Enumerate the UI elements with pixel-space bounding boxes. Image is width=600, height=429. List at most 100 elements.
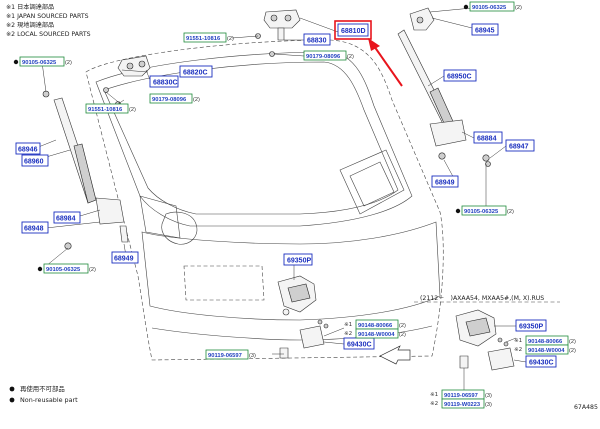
callout-91551-10816-top[interactable]: 91551-10816 bbox=[183, 32, 227, 43]
svg-text:90148-80066: 90148-80066 bbox=[528, 339, 563, 345]
svg-text:90119-W0223: 90119-W0223 bbox=[444, 402, 481, 408]
svg-text:91551-10816: 91551-10816 bbox=[186, 36, 221, 42]
note-japan-en: ※1 JAPAN SOURCED PARTS bbox=[6, 13, 89, 20]
qty-w0223-alt: (3) bbox=[485, 402, 492, 408]
callout-90179-08096-top[interactable]: 90179-08096 bbox=[303, 50, 347, 61]
svg-text:90119-06597: 90119-06597 bbox=[444, 393, 478, 399]
callout-68960[interactable]: 68960 bbox=[21, 154, 49, 167]
callout-68830[interactable]: 68830 bbox=[303, 33, 331, 46]
svg-text:90179-08096: 90179-08096 bbox=[152, 97, 187, 103]
svg-text:91551-10816: 91551-10816 bbox=[88, 107, 123, 113]
svg-text:69430C: 69430C bbox=[529, 360, 554, 367]
qty-06597-alt: (3) bbox=[485, 393, 492, 399]
variant-note: (2112－ )AXAA54, MXAA5#,(M, X).RUS bbox=[420, 295, 544, 302]
qty-90105-bottom-left: (2) bbox=[89, 267, 96, 273]
svg-text:90105-06325: 90105-06325 bbox=[46, 267, 81, 273]
svg-text:69430C: 69430C bbox=[347, 342, 372, 349]
mark-1: ※1 bbox=[344, 322, 353, 328]
hinge-top bbox=[263, 9, 301, 41]
svg-text:68830C: 68830C bbox=[153, 80, 178, 87]
callout-90148-80066-alt[interactable]: 90148-80066 bbox=[525, 335, 569, 346]
qty-w0004-alt: (2) bbox=[569, 348, 576, 354]
callout-69350P-alt[interactable]: 69350P bbox=[515, 319, 547, 332]
qty-90105-right: (2) bbox=[507, 209, 514, 215]
svg-text:68884: 68884 bbox=[477, 136, 497, 143]
gas-strut-left bbox=[53, 97, 97, 204]
outline-arrow bbox=[379, 345, 411, 365]
qty-90105-top-right: (2) bbox=[515, 5, 522, 11]
leader-lines bbox=[35, 7, 527, 390]
svg-text:68949: 68949 bbox=[435, 180, 455, 187]
callout-90105-06325-bottom-left[interactable]: 90105-06325 bbox=[43, 263, 89, 274]
callout-90148-w0004-alt[interactable]: 90148-W0004 bbox=[525, 344, 569, 355]
callout-69430C-main[interactable]: 69430C bbox=[343, 337, 375, 350]
callout-68949-right[interactable]: 68949 bbox=[431, 175, 459, 188]
mark-1-bottom: ※1 bbox=[430, 392, 439, 398]
callout-90179-08096-left[interactable]: 90179-08096 bbox=[149, 93, 193, 104]
callout-68984[interactable]: 68984 bbox=[53, 211, 81, 224]
callout-68810D[interactable]: 68810D bbox=[337, 23, 369, 37]
mark-2-alt: ※2 bbox=[514, 347, 522, 353]
svg-text:90148-80066: 90148-80066 bbox=[358, 323, 393, 329]
svg-text:69350P: 69350P bbox=[519, 324, 543, 331]
svg-text:68950C: 68950C bbox=[447, 74, 472, 81]
callout-90119-w0223-alt[interactable]: 90119-W0223 bbox=[441, 398, 485, 409]
svg-text:90119-06597: 90119-06597 bbox=[208, 353, 242, 359]
strut-bracket-left bbox=[42, 90, 129, 250]
callout-68947[interactable]: 68947 bbox=[505, 139, 535, 152]
svg-text:68810D: 68810D bbox=[341, 28, 366, 35]
mark-1-alt: ※1 bbox=[514, 338, 523, 344]
callout-68945[interactable]: 68945 bbox=[471, 23, 499, 36]
callout-68830C[interactable]: 68830C bbox=[149, 75, 179, 88]
note-local-jp: ※2 現地調達部品 bbox=[6, 21, 54, 29]
callout-90148-80066-main[interactable]: 90148-80066 bbox=[355, 319, 399, 330]
non-reusable-dot bbox=[463, 4, 469, 10]
qty-91551-left: (2) bbox=[129, 107, 136, 113]
callout-90105-06325-left[interactable]: 90105-06325 bbox=[19, 56, 65, 67]
non-reusable-dot bbox=[37, 266, 43, 272]
callout-91551-10816-left[interactable]: 91551-10816 bbox=[85, 103, 129, 114]
mark-2-bottom: ※2 bbox=[430, 401, 438, 407]
callout-69430C-alt[interactable]: 69430C bbox=[525, 355, 557, 368]
liftgate-body bbox=[85, 39, 444, 361]
svg-text:68984: 68984 bbox=[56, 216, 76, 223]
diagram-code: 67A485 bbox=[574, 404, 598, 411]
svg-text:90105-06325: 90105-06325 bbox=[464, 209, 499, 215]
qty-90179-left: (2) bbox=[193, 97, 200, 103]
callout-90105-06325-top-right[interactable]: 90105-06325 bbox=[469, 1, 515, 12]
callout-90105-06325-right[interactable]: 90105-06325 bbox=[461, 205, 507, 216]
note-japan-jp: ※1 日本調達部品 bbox=[6, 3, 54, 11]
qty-91551-top: (2) bbox=[227, 36, 234, 42]
legend-jp: 再使用不可部品 bbox=[20, 384, 65, 393]
svg-text:68830: 68830 bbox=[307, 38, 327, 45]
svg-text:90148-W0004: 90148-W0004 bbox=[528, 348, 565, 354]
callout-68948[interactable]: 68948 bbox=[21, 221, 49, 234]
qty-80066-main: (2) bbox=[399, 323, 406, 329]
strut-bracket-top-right bbox=[409, 7, 435, 31]
qty-80066-alt: (2) bbox=[569, 339, 576, 345]
non-reusable-dot bbox=[13, 59, 19, 65]
hinge-left bbox=[117, 55, 151, 77]
callout-69350P-main[interactable]: 69350P bbox=[283, 253, 313, 266]
qty-w0004-main: (2) bbox=[399, 332, 406, 338]
highlight-box bbox=[334, 20, 372, 40]
svg-text:68946: 68946 bbox=[18, 147, 38, 154]
red-arrow-head bbox=[368, 38, 380, 51]
callout-68884[interactable]: 68884 bbox=[473, 131, 503, 144]
callout-68949-left[interactable]: 68949 bbox=[111, 251, 139, 264]
callout-68946[interactable]: 68946 bbox=[15, 142, 41, 155]
callout-90119-06597-alt[interactable]: 90119-06597 bbox=[441, 389, 485, 400]
callout-90119-06597-main[interactable]: 90119-06597 bbox=[205, 349, 249, 360]
gas-strut-right bbox=[397, 29, 457, 135]
callout-90148-w0004-main[interactable]: 90148-W0004 bbox=[355, 328, 399, 339]
note-local-en: ※2 LOCAL SOURCED PARTS bbox=[6, 31, 91, 38]
lock-assembly-main bbox=[277, 275, 329, 359]
callout-68950C[interactable]: 68950C bbox=[443, 69, 477, 82]
red-arrow bbox=[373, 45, 403, 87]
non-reusable-dot bbox=[455, 208, 461, 214]
callout-68820C[interactable]: 68820C bbox=[179, 65, 213, 78]
mark-2: ※2 bbox=[344, 331, 352, 337]
svg-text:90105-06325: 90105-06325 bbox=[472, 5, 507, 11]
svg-text:90179-08096: 90179-08096 bbox=[306, 54, 341, 60]
